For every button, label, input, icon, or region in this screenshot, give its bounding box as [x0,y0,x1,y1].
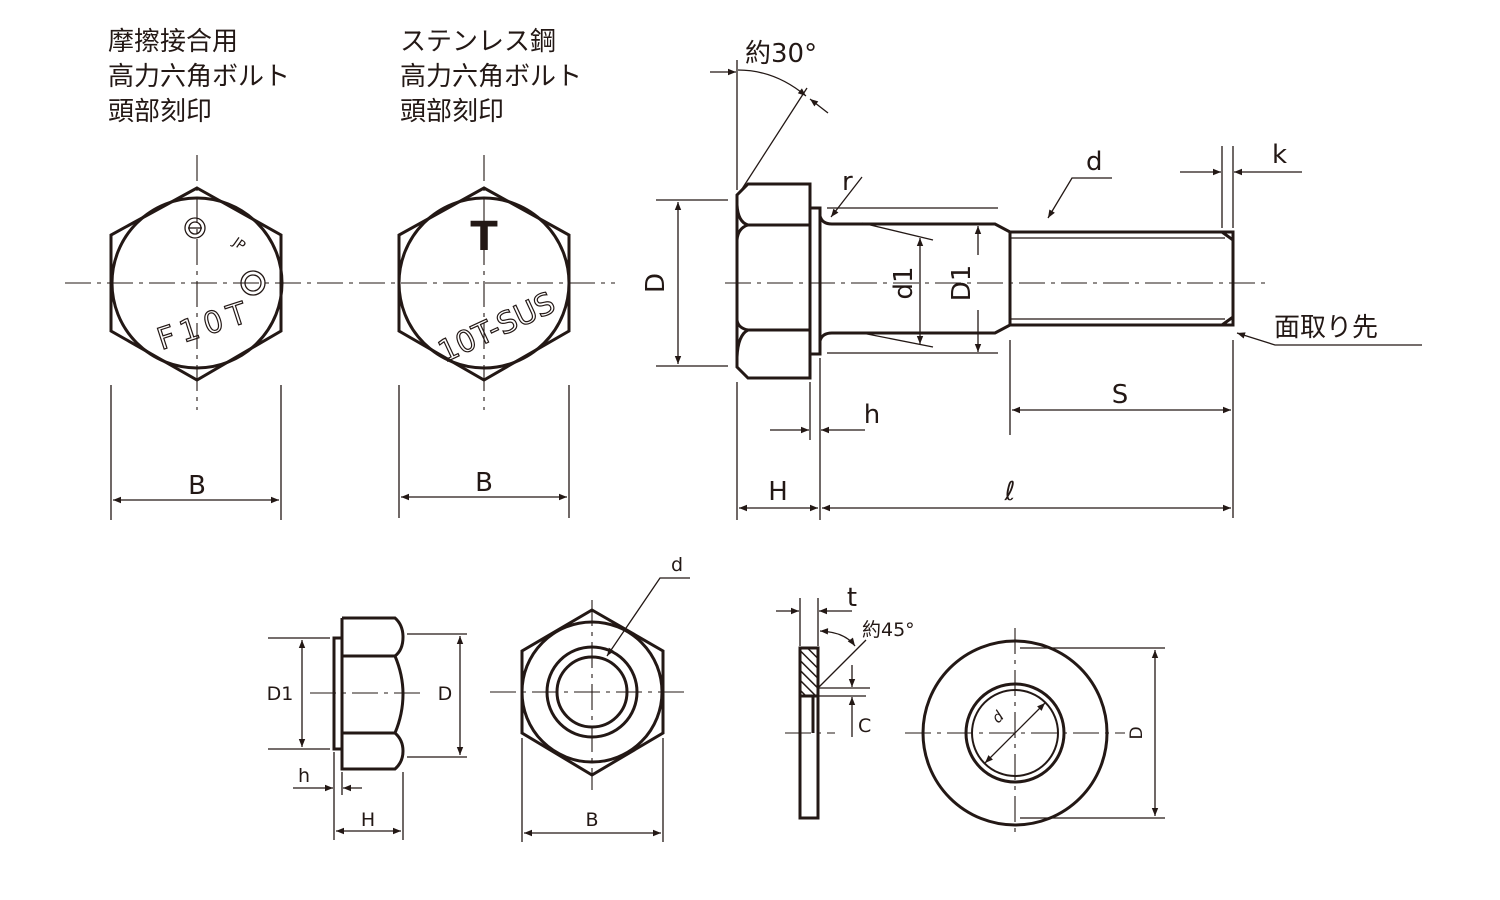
svg-text:r: r [842,167,853,197]
angle-line [817,639,867,689]
svg-text:d: d [988,707,1008,727]
svg-text:ステンレス鋼: ステンレス鋼 [400,27,556,57]
angle-arrow [809,98,829,114]
dim-d [984,702,1046,764]
extension-line [861,222,934,241]
svg-text:B: B [475,468,493,498]
svg-text:10T-SUS: 10T-SUS [433,286,561,370]
angle-arc [819,628,856,647]
svg-text:T: T [470,214,498,260]
svg-text:S: S [1112,380,1129,410]
svg-text:F10T: F10T [153,294,257,357]
svg-text:D: D [438,683,453,705]
svg-text:t: t [847,583,857,613]
svg-text:D: D [1127,726,1147,739]
jis-mark-icon [240,270,266,296]
svg-text:面取り先: 面取り先 [1274,313,1378,343]
friction-bolt-title: 摩擦接合用 高力六角ボルト 頭部刻印 [108,27,290,127]
svg-text:約45°: 約45° [862,619,915,641]
leader-d [1047,177,1112,219]
leader-r [830,176,863,218]
svg-text:H: H [768,477,788,507]
svg-text:D1: D1 [267,683,294,705]
leader-d [606,577,690,657]
bolt-side-view [735,182,1235,380]
svg-text:B: B [585,809,598,831]
stainless-bolt-title: ステンレス鋼 高力六角ボルト 頭部刻印 [400,27,582,127]
angle-line [739,87,808,193]
svg-text:H: H [361,809,375,831]
svg-text:B: B [188,471,206,501]
svg-text:頭部刻印: 頭部刻印 [108,97,212,127]
svg-text:高力六角ボルト: 高力六角ボルト [400,62,582,92]
svg-text:ℓ: ℓ [1004,477,1016,507]
svg-text:d: d [671,554,683,576]
svg-text:D1: D1 [947,265,977,302]
svg-text:d1: d1 [889,266,919,299]
svg-text:C: C [858,715,871,737]
svg-text:高力六角ボルト: 高力六角ボルト [108,62,290,92]
svg-text:約30°: 約30° [745,39,817,69]
svg-text:頭部刻印: 頭部刻印 [400,97,504,127]
extension-line [861,332,934,348]
svg-text:h: h [864,400,880,430]
svg-text:D: D [641,273,671,293]
svg-text:k: k [1272,140,1287,170]
angle-arc [737,69,807,97]
leader-chamfer [1236,332,1422,346]
maker-mark-icon [184,217,206,239]
svg-text:h: h [298,765,310,787]
svg-text:摩擦接合用: 摩擦接合用 [108,27,238,57]
nut-front-view [490,600,690,790]
mark-small: JP [229,234,248,254]
svg-text:d: d [1086,147,1103,177]
